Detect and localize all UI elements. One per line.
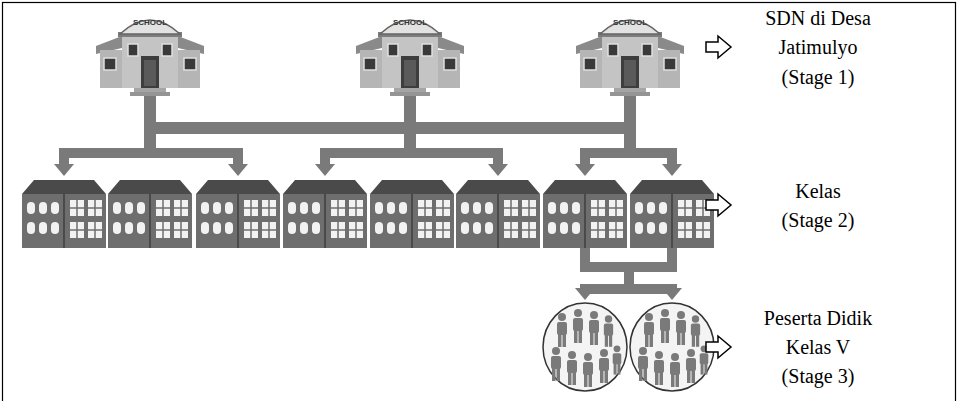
stage-label: (Stage 2) xyxy=(743,206,893,235)
stage-label: Kelas xyxy=(743,177,893,206)
stage-label: Peserta Didik Kelas V xyxy=(743,304,893,362)
sign-text: SCHOOL xyxy=(94,18,206,28)
stage-label: SDN di Desa Jatimulyo xyxy=(743,4,893,62)
school-building: SCHOOL xyxy=(574,4,686,96)
school-icon xyxy=(354,4,466,96)
school-icon xyxy=(574,4,686,96)
sign-text: SCHOOL xyxy=(574,18,686,28)
school-icon xyxy=(94,4,206,96)
school-building: SCHOOL xyxy=(94,4,206,96)
stage-label: (Stage 1) xyxy=(743,63,893,92)
sign-text: SCHOOL xyxy=(354,18,466,28)
school-building: SCHOOL xyxy=(354,4,466,96)
stage-label: (Stage 3) xyxy=(743,362,893,391)
